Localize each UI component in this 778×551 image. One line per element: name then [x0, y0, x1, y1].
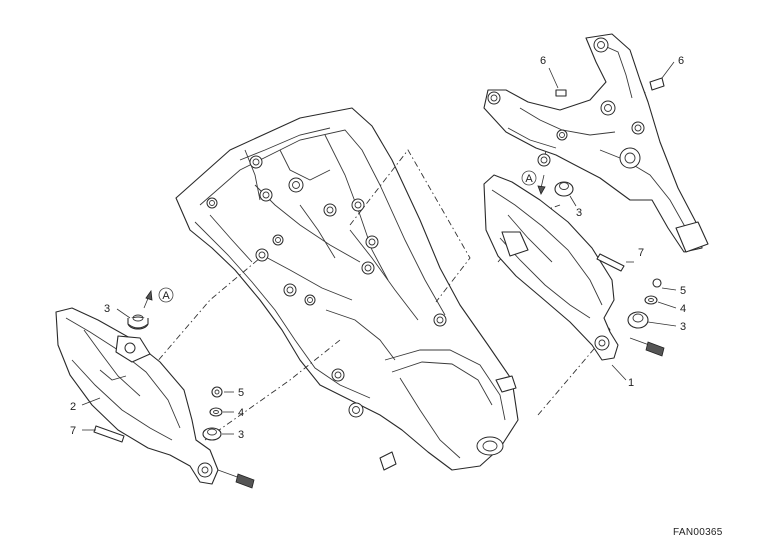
marker-a-right: A [521, 170, 537, 186]
callout-7-right: 7 [638, 247, 644, 259]
rear-frame [175, 107, 519, 471]
direction-arrows [143, 174, 546, 309]
callout-3-right-top: 3 [576, 207, 582, 219]
leader-lines [81, 61, 677, 435]
callout-4-right: 4 [680, 303, 686, 315]
callout-5-left: 5 [238, 387, 244, 399]
right-side-cover [483, 174, 665, 361]
callout-3-right-bottom: 3 [680, 321, 686, 333]
fasteners [93, 77, 665, 443]
footpeg-bracket [483, 33, 709, 253]
left-side-cover [55, 307, 255, 489]
marker-a-left-label: A [162, 290, 170, 302]
callout-3-left-top: 3 [104, 303, 110, 315]
callout-6-right: 6 [678, 55, 684, 67]
reference-code: FAN00365 [673, 527, 723, 538]
callout-5-right: 5 [680, 285, 686, 297]
callout-6-left: 6 [540, 55, 546, 67]
marker-a-left: A [158, 287, 174, 303]
callout-labels: 1 2 3 3 3 3 4 4 5 5 6 6 7 7 [70, 55, 686, 441]
callout-3-left-bottom: 3 [238, 429, 244, 441]
callout-7-left: 7 [70, 425, 76, 437]
marker-a-right-label: A [525, 173, 533, 185]
callout-4-left: 4 [238, 407, 244, 419]
callout-1: 1 [628, 377, 634, 389]
callout-2: 2 [70, 401, 76, 413]
